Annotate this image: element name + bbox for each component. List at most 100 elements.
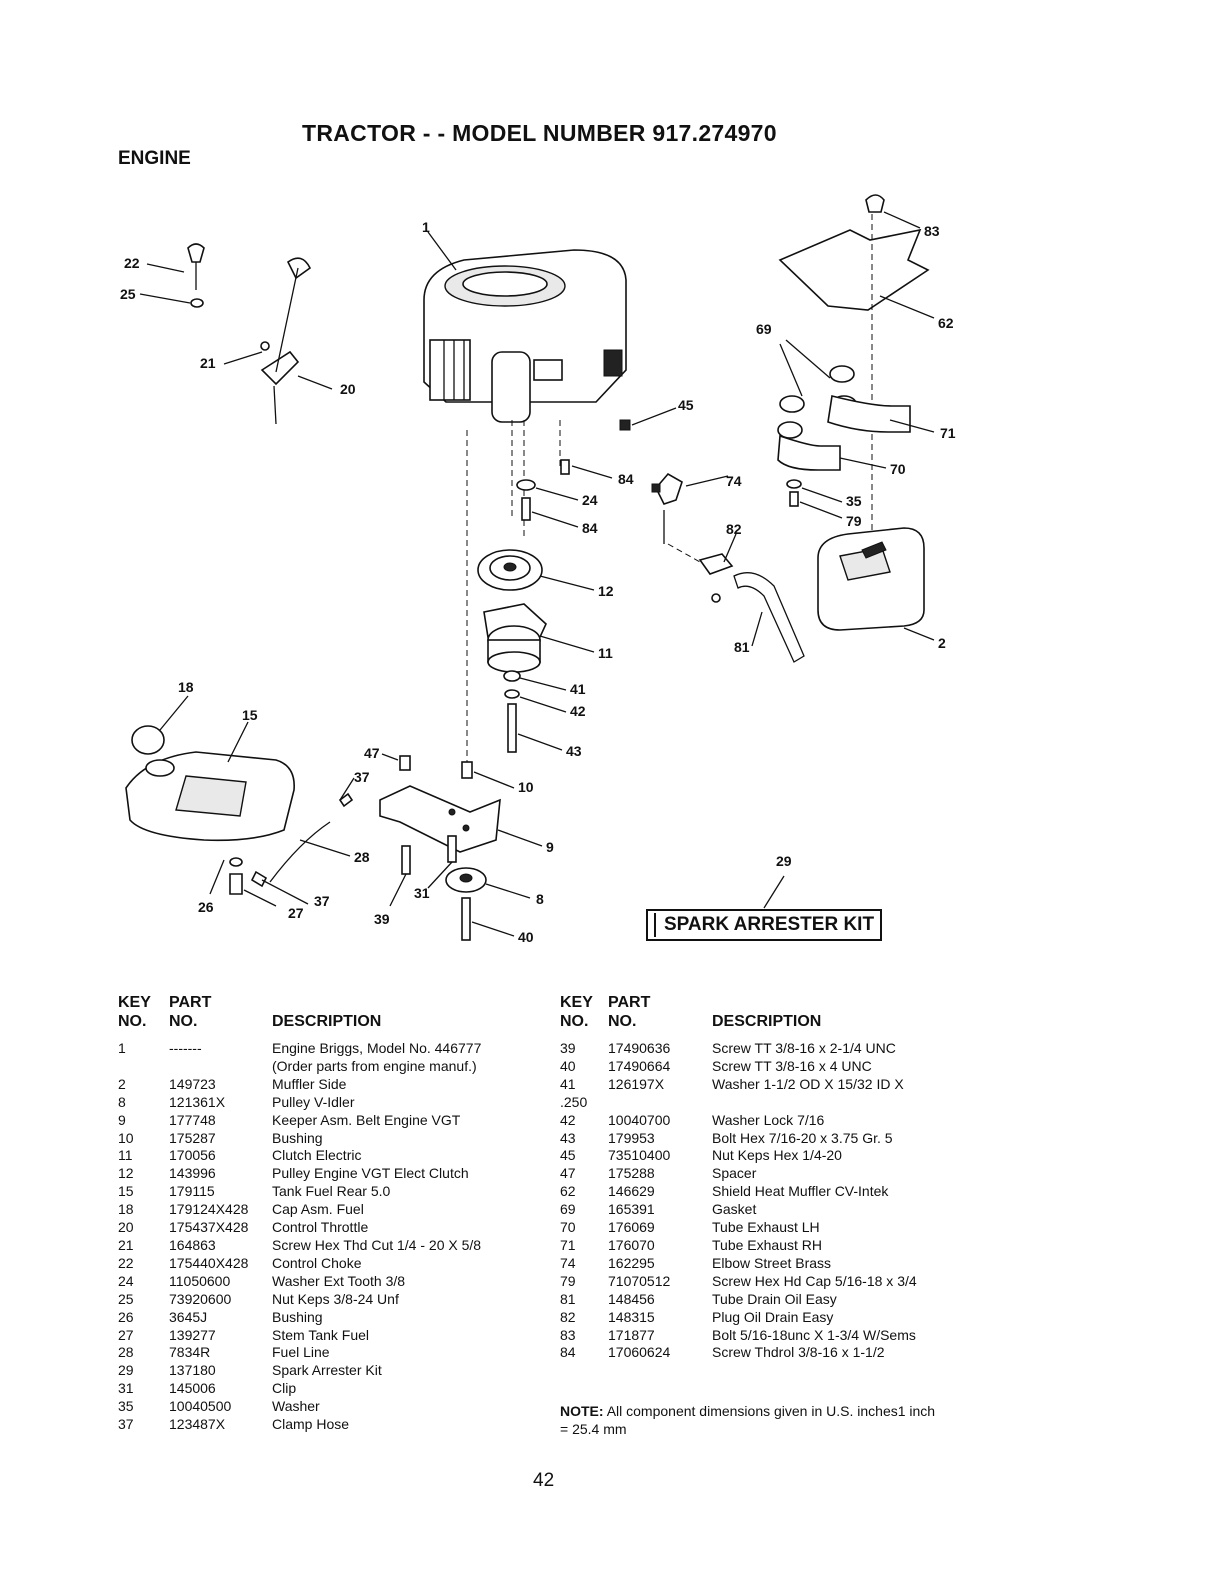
muffler-part [817,527,925,631]
key-number-cell: 21 [118,1236,134,1253]
key-number-cell: 31 [118,1380,134,1397]
part-number-cell: 148456 [608,1290,655,1307]
part-number-cell: 148315 [608,1308,655,1325]
description-cell: Plug Oil Drain Easy [712,1308,834,1325]
callout-21: 21 [200,355,216,371]
part-number-cell: 171877 [608,1326,655,1343]
description-cell: Cap Asm. Fuel [272,1201,364,1218]
part-number-cell: 145006 [169,1380,216,1397]
description-cell: Washer Ext Tooth 3/8 [272,1272,406,1289]
description-cell: Tube Exhaust LH [712,1219,820,1236]
part-number-cell: 10040700 [608,1111,671,1128]
key-number-cell: 20 [118,1219,134,1236]
part-number-cell: 3645J [169,1308,208,1325]
description-cell: Control Choke [272,1254,362,1271]
key-number-cell: 81 [560,1290,576,1307]
key-number-cell: 84 [560,1344,576,1361]
callout-28: 28 [354,849,370,865]
table-row: 1-------Engine Briggs, Model No. 446777 [118,1040,552,1058]
choke-control-part [187,243,205,308]
throttle-control-part [260,257,312,425]
description-cell: Washer Lock 7/16 [712,1111,825,1128]
key-number-cell: 47 [560,1165,576,1182]
part-number-cell: 177748 [169,1111,216,1128]
key-number-cell: 42 [560,1111,576,1128]
key-number-cell: .250 [560,1093,588,1110]
part-number-cell [608,1094,712,1112]
description-cell: Clamp Hose [272,1416,350,1433]
description-cell: Screw Hex Thd Cut 1/4 - 20 X 5/8 [272,1236,482,1253]
description-cell: Keeper Asm. Belt Engine VGT [272,1111,461,1128]
left-header-key-line2: NO. [118,1013,147,1030]
callout-74: 74 [726,473,742,489]
engine-part [423,249,627,423]
description-cell: Gasket [712,1201,757,1218]
part-number-cell: 175440X428 [169,1254,249,1271]
exploded-parts-diagram: 22 25 21 20 1 45 84 24 84 12 11 41 42 43… [120,194,956,945]
left-header-part-line2: NO. [169,1013,198,1030]
key-number-cell: 15 [118,1183,134,1200]
key-number-cell: 69 [560,1201,576,1218]
page-title: TRACTOR - - MODEL NUMBER 917.274970 [302,120,777,146]
description-cell: Washer [272,1398,320,1415]
part-number-cell: 73920600 [169,1290,232,1307]
part-number-cell: 71070512 [608,1272,671,1289]
callout-25: 25 [120,286,136,302]
key-number-cell: 26 [118,1308,134,1325]
callout-8: 8 [536,891,544,907]
description-cell: (Order parts from engine manuf.) [272,1057,477,1074]
key-number-cell [118,1058,169,1076]
table-row: 47 175288 Spacer [560,1165,992,1183]
part-number-cell: 165391 [608,1201,655,1218]
callout-2: 2 [938,635,946,651]
part-number-cell: 143996 [169,1165,216,1182]
table-row: (Order parts from engine manuf.) [118,1058,552,1076]
callout-40: 40 [518,929,534,945]
key-number-cell: 35 [118,1398,134,1415]
description-cell: Pulley Engine VGT Elect Clutch [272,1165,469,1182]
part-number-cell: 175288 [608,1165,655,1182]
electric-clutch-part [483,603,547,673]
callout-79: 79 [846,513,862,529]
description-cell: Clip [272,1380,297,1397]
part-number-cell: 17060624 [608,1344,671,1361]
description-cell: Clutch Electric [272,1147,362,1164]
description-cell: Spacer [712,1165,757,1182]
table-row: 31 145006 Clip [118,1380,552,1398]
part-number-cell: ------- [169,1040,202,1056]
part-number-cell: 175437X428 [169,1219,249,1236]
description-cell: Pulley V-Idler [272,1093,355,1110]
description-cell: Nut Keps Hex 1/4-20 [712,1147,842,1164]
description-cell: Screw TT 3/8-16 x 2-1/4 UNC [712,1040,896,1056]
callout-9: 9 [546,839,554,855]
right-header-part-line2: NO. [608,1013,637,1030]
description-cell: Spark Arrester Kit [272,1362,382,1379]
part-number-cell: 123487X [169,1416,226,1433]
part-number-cell: 137180 [169,1362,216,1379]
callout-84a: 84 [618,471,634,487]
part-number-cell: 10040500 [169,1398,232,1415]
part-number-cell: 126197X [608,1075,665,1092]
part-number-cell: 179124X428 [169,1201,249,1218]
callout-47: 47 [364,745,380,761]
description-cell: Bolt 5/16-18unc X 1-3/4 W/Sems [712,1326,916,1343]
key-number-cell: 10 [118,1129,134,1146]
spark-arrester-kit-box: SPARK ARRESTER KIT [646,909,882,941]
part-number-cell: 179115 [169,1183,215,1200]
description-cell: Tube Exhaust RH [712,1236,822,1253]
callout-39: 39 [374,911,390,927]
